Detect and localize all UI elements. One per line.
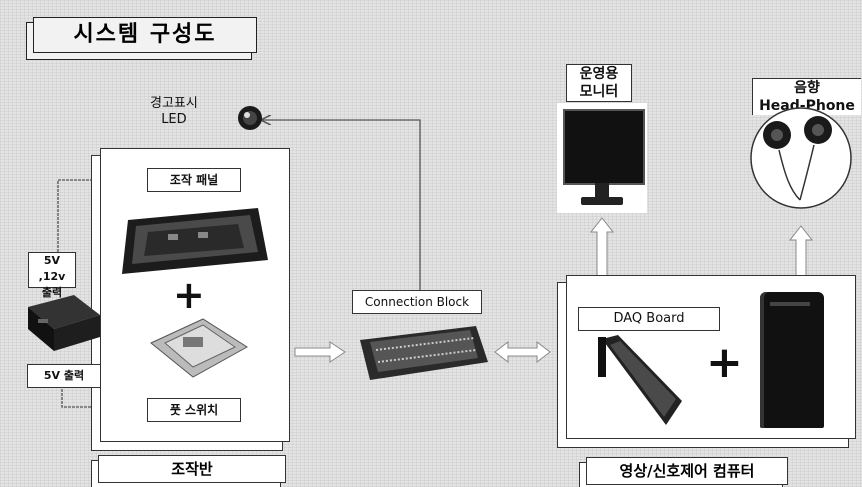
panel-to-block-arrow [294,341,346,363]
plus-sign-right: + [706,337,743,388]
monitor-label-line1: 운영용 [579,66,619,82]
power-12v-line [57,180,135,252]
power-12v-line2: 출력 [41,286,63,299]
warning-led-title: 경고표시 [150,96,198,111]
headphone-label-line2: Head-Phone [759,98,855,114]
warning-led-label: 경고표시 LED [150,96,198,128]
foot-switch-tag: 풋 스위치 [147,398,241,422]
connection-block-tag: Connection Block [352,290,482,314]
computer-to-monitor-arrow [589,217,615,279]
diagram-title: 시스템 구성도 [33,17,257,53]
daq-board-photo [596,335,688,427]
pc-tower-photo [760,292,824,428]
control-panel-tag: 조작 패널 [147,168,241,192]
led-signal-line [262,120,421,290]
control-panel-photo [118,200,270,278]
warning-led-subtitle: LED [161,112,187,127]
monitor-image [557,103,647,213]
power-supply-photo [24,293,102,355]
connection-block-photo [356,322,490,382]
computer-footer: 영상/신호제어 컴퓨터 [586,457,788,485]
headphone-label-line1: 음향 [794,80,820,96]
power-12v-tag: 5V ,12v 출력 [28,252,76,299]
headphone-label: 음향 Head-Phone [752,78,861,115]
control-panel-box [100,148,290,442]
plus-sign-left: + [173,273,205,317]
monitor-label: 운영용 모니터 [566,64,632,102]
block-to-computer-arrow [494,340,551,364]
foot-switch-photo [143,313,253,385]
monitor-label-line2: 모니터 [579,84,619,100]
daq-board-tag: DAQ Board [578,307,720,331]
computer-to-headphone-arrow [788,225,814,279]
power-5v-tag: 5V 출력 [27,364,101,388]
control-panel-footer: 조작반 [98,455,286,483]
power-12v-line1: 5V ,12v [38,254,66,283]
